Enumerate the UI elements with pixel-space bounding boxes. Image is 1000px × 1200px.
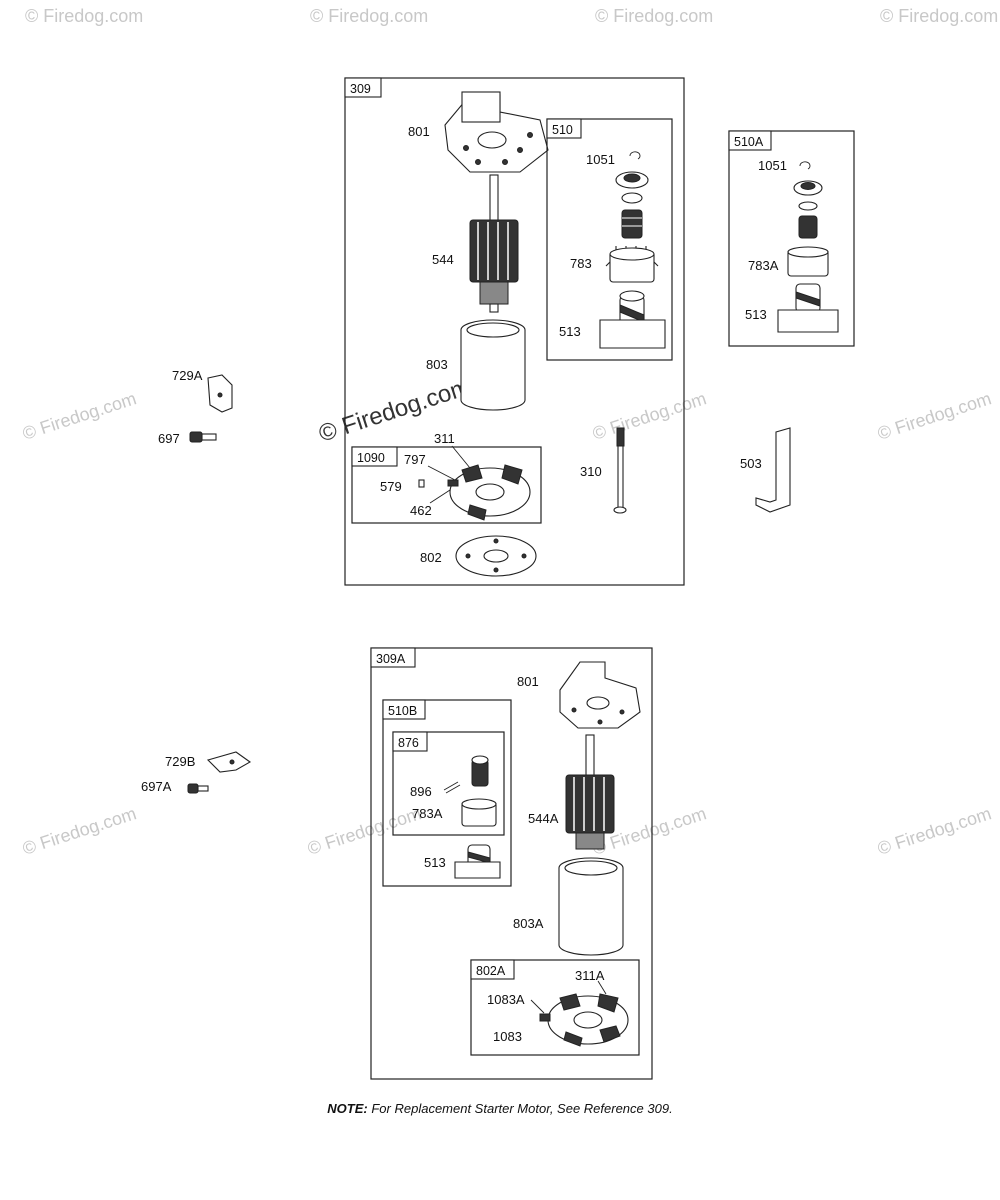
group-1090: 1090 <box>351 445 542 524</box>
part-label-697A: 697A <box>141 779 172 794</box>
group-309-tag <box>344 77 382 98</box>
group-510A-tag <box>728 130 772 151</box>
part-label-783A: 783A <box>748 258 779 273</box>
group-876-label: 876 <box>398 736 419 750</box>
group-802A-label: 802A <box>476 964 506 978</box>
part-label-802: 802 <box>420 550 442 565</box>
group-309A: 309A 801 544A 803A <box>370 647 653 1080</box>
part-label-803A: 803A <box>513 916 544 931</box>
part-label-1051-510A: 1051 <box>758 158 787 173</box>
watermark: © Firedog.com <box>875 803 994 859</box>
watermark: © Firedog.com <box>880 6 998 26</box>
group-309: 309 801 544 <box>344 77 685 586</box>
part-label-1083: 1083 <box>493 1029 522 1044</box>
group-510B-frame <box>382 699 512 887</box>
housing-803 <box>460 319 526 411</box>
group-309A-frame <box>370 647 653 1080</box>
bracket-729A <box>207 374 233 413</box>
watermark: © Firedog.com <box>20 388 139 444</box>
replacement-note: NOTE: For Replacement Starter Motor, See… <box>0 1101 1000 1116</box>
group-1090-frame <box>351 446 542 524</box>
part-label-544: 544 <box>432 252 454 267</box>
drive-513-510B <box>454 844 501 879</box>
group-876: 876 <box>392 731 505 836</box>
part-label-896: 896 <box>410 784 432 799</box>
part-label-310: 310 <box>580 464 602 479</box>
part-label-462: 462 <box>410 503 432 518</box>
bracket-503 <box>755 427 791 513</box>
watermark: © Firedog.com <box>590 388 709 444</box>
group-510: 510 <box>546 118 673 361</box>
gear-783A <box>787 246 829 277</box>
part-label-503: 503 <box>740 456 762 471</box>
part-label-783A-876: 783A <box>412 806 443 821</box>
part-label-697: 697 <box>158 431 180 446</box>
group-510A-frame <box>728 130 855 347</box>
group-510-tag <box>546 118 582 139</box>
part-label-513-510B: 513 <box>424 855 446 870</box>
part-label-801-309A: 801 <box>517 674 539 689</box>
gear-783 <box>605 246 659 283</box>
part-label-513-510A: 513 <box>745 307 767 322</box>
part-label-729A: 729A <box>172 368 203 383</box>
part-label-544A: 544A <box>528 811 559 826</box>
group-309A-label: 309A <box>376 652 406 666</box>
watermark: © Firedog.com <box>310 6 428 26</box>
group-1090-tag <box>351 446 398 467</box>
part-label-311A: 311A <box>575 968 605 983</box>
part-label-1083A: 1083A <box>487 992 525 1007</box>
note-label: NOTE: <box>327 1101 368 1116</box>
part-label-513: 513 <box>559 324 581 339</box>
through-bolt-310 <box>613 427 627 514</box>
group-510-label: 510 <box>552 123 573 137</box>
group-510A: 510A 1051 783A 513 <box>728 130 855 347</box>
drive-513-510A <box>777 283 839 333</box>
part-label-311: 311 <box>434 431 455 446</box>
armature-544A <box>565 734 615 850</box>
watermark: © Firedog.com <box>20 803 139 859</box>
part-label-729B: 729B <box>165 754 195 769</box>
gear-783A-876 <box>461 798 497 827</box>
housing-803A <box>558 857 624 956</box>
group-876-tag <box>392 731 428 752</box>
watermark: © Firedog.com <box>595 6 713 26</box>
part-label-801: 801 <box>408 124 430 139</box>
group-510B-label: 510B <box>388 704 417 718</box>
group-876-frame <box>392 731 505 836</box>
group-309-frame <box>344 77 685 586</box>
brush-plate-311A <box>547 993 629 1047</box>
brush-plate-311 <box>449 464 531 521</box>
group-309-label: 309 <box>350 82 371 96</box>
group-802A-frame <box>470 959 640 1056</box>
end-cap-801-309A <box>559 661 641 729</box>
part-label-803: 803 <box>426 357 448 372</box>
watermark: © Firedog.com <box>305 803 424 859</box>
note-text: For Replacement Starter Motor, See Refer… <box>367 1101 673 1116</box>
group-510A-label: 510A <box>734 135 764 149</box>
end-plate-802 <box>455 535 537 577</box>
group-1090-label: 1090 <box>357 451 385 465</box>
bolt-697A <box>187 783 209 794</box>
group-802A: 802A <box>470 959 640 1056</box>
group-510B: 510B 876 <box>382 699 512 887</box>
bracket-729B <box>206 751 252 773</box>
group-309A-tag <box>370 647 416 668</box>
watermark: © Firedog.com <box>875 388 994 444</box>
group-802A-tag <box>470 959 515 980</box>
part-label-797: 797 <box>404 452 426 467</box>
end-cap-801 <box>444 91 549 173</box>
part-label-1051: 1051 <box>586 152 615 167</box>
part-label-783: 783 <box>570 256 592 271</box>
group-510B-tag <box>382 699 426 720</box>
group-510-frame <box>546 118 673 361</box>
bolt-697 <box>189 431 217 443</box>
part-label-579: 579 <box>380 479 402 494</box>
armature-544 <box>469 174 519 313</box>
watermark: © Firedog.com <box>25 6 143 26</box>
drive-513 <box>599 290 666 349</box>
